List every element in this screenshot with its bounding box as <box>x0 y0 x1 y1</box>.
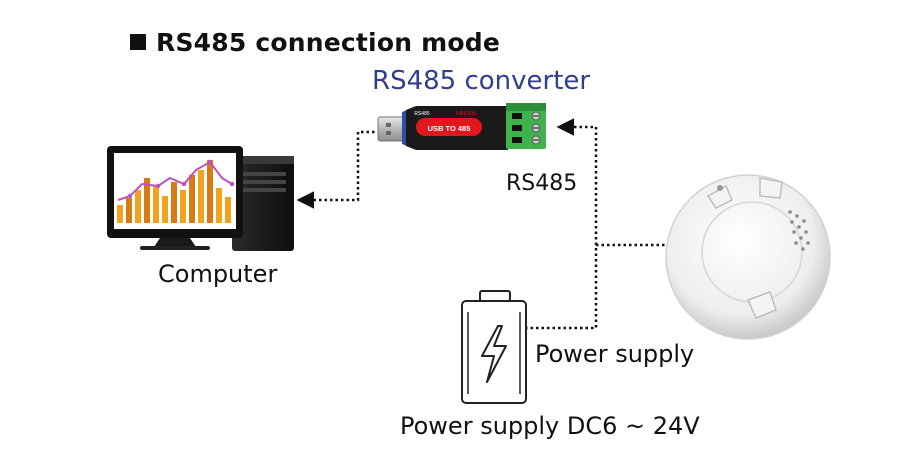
smoke-detector-icon <box>665 174 831 340</box>
power-supply-label: Power supply <box>535 340 695 368</box>
page-title: RS485 connection mode <box>130 28 500 57</box>
desktop-computer-icon <box>107 146 294 251</box>
computer-label: Computer <box>158 260 278 288</box>
page-title-text: RS485 connection mode <box>156 28 500 57</box>
rs485-bus-label: RS485 <box>506 171 578 196</box>
connection-lines <box>296 118 668 330</box>
power-line <box>525 245 598 330</box>
power-supply-range-label: Power supply DC6 ~ 24V <box>400 412 700 440</box>
converter-label: RS485 converter <box>372 66 591 96</box>
battery-lightning-icon <box>461 290 527 404</box>
converter-model-text: HB6205 <box>456 111 476 117</box>
converter-main-text: USB TO 485 <box>428 124 471 133</box>
screen-chart <box>117 159 235 223</box>
usb-rs485-converter-icon: USB TO 485 HB6205 RS485 <box>377 103 546 150</box>
usb-to-computer-line <box>296 130 380 209</box>
black-square-icon <box>130 34 146 50</box>
converter-brand-text: RS485 <box>414 111 430 117</box>
rs485-bus-line <box>556 118 598 245</box>
